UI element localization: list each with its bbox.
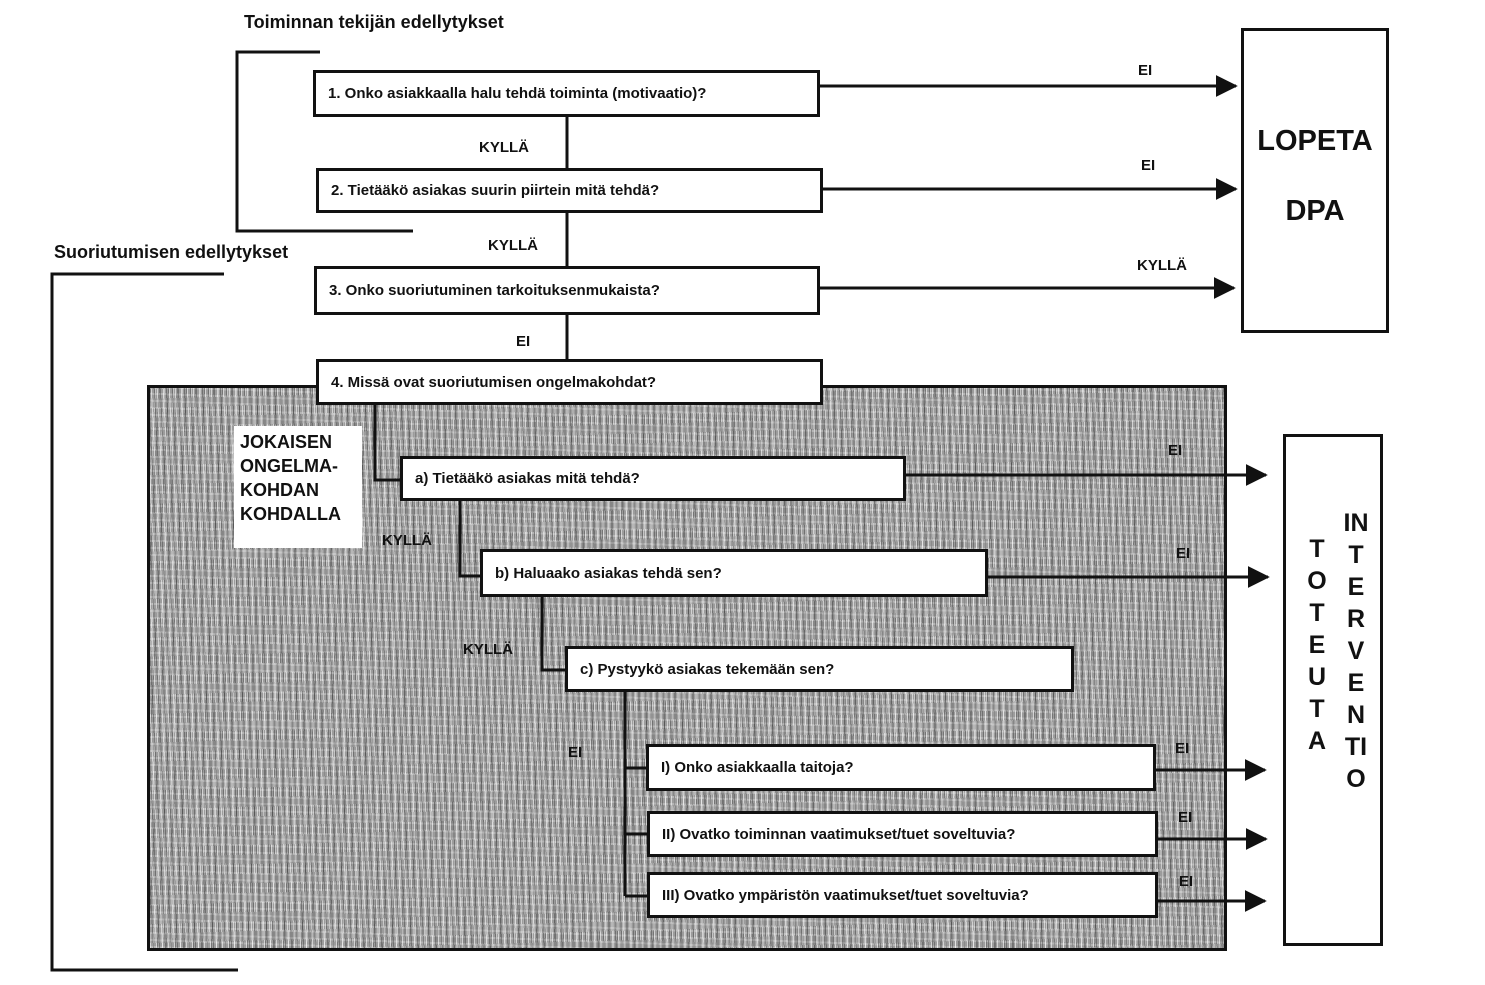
note-line: KOHDALLA xyxy=(240,504,341,524)
label-yes-qb: KYLLÄ xyxy=(463,641,513,658)
label-yes-q3: KYLLÄ xyxy=(1137,257,1187,274)
question-task-demands: II) Ovatko toiminnan vaatimukset/tuet so… xyxy=(647,811,1158,857)
question-knows-roughly: 2. Tietääkö asiakas suurin piirtein mitä… xyxy=(316,168,823,213)
label-no-qc: EI xyxy=(568,744,583,761)
each-problem-note: JOKAISEN ONGELMA- KOHDAN KOHDALLA xyxy=(234,426,362,548)
question-skills: I) Onko asiakkaalla taitoja? xyxy=(646,744,1156,791)
note-line: ONGELMA- xyxy=(240,456,338,476)
label-yes-qa: KYLLÄ xyxy=(382,532,432,549)
label-no-q1: EI xyxy=(1138,62,1153,79)
question-motivation: 1. Onko asiakkaalla halu tehdä toiminta … xyxy=(313,70,820,117)
implement-label: TOTEUTA xyxy=(1307,535,1327,755)
implement-intervention-box: TOTEUTA INTERVENTIO xyxy=(1283,434,1383,946)
question-a-knows: a) Tietääkö asiakas mitä tehdä? xyxy=(400,456,906,501)
question-appropriate: 3. Onko suoriutuminen tarkoituksenmukais… xyxy=(314,266,820,315)
question-c-able: c) Pystyykö asiakas tekemään sen? xyxy=(565,646,1074,692)
question-environment-demands: III) Ovatko ympäristön vaatimukset/tuet … xyxy=(647,872,1158,918)
intervention-label: INTERVENTIO xyxy=(1343,509,1369,793)
label-no-qa: EI xyxy=(1168,442,1183,459)
label-no-q2i: EI xyxy=(1178,809,1193,826)
label-no-q3: EI xyxy=(516,333,531,350)
section-performance-title: Suoriutumisen edellytykset xyxy=(54,242,289,262)
label-no-q3i: EI xyxy=(1179,873,1194,890)
stop-dpa-box: LOPETA DPA xyxy=(1241,28,1389,333)
question-b-wants: b) Haluaako asiakas tehdä sen? xyxy=(480,549,988,597)
label-no-q1i: EI xyxy=(1175,740,1190,757)
label-yes-q1: KYLLÄ xyxy=(479,139,529,156)
connector-b-c xyxy=(540,596,566,672)
label-yes-q2: KYLLÄ xyxy=(488,237,538,254)
actor-bracket xyxy=(235,50,413,233)
note-line: JOKAISEN xyxy=(240,432,333,452)
stop-label: LOPETA xyxy=(1257,125,1373,157)
label-no-qb: EI xyxy=(1176,545,1191,562)
section-actor-title: Toiminnan tekijän edellytykset xyxy=(244,12,504,32)
connector-a-b xyxy=(458,500,481,578)
question-problem-points: 4. Missä ovat suoriutumisen ongelmakohda… xyxy=(316,359,823,405)
label-no-q2: EI xyxy=(1141,157,1156,174)
note-line: KOHDAN xyxy=(240,480,319,500)
dpa-label: DPA xyxy=(1285,195,1345,227)
performance-bracket xyxy=(50,272,238,972)
connector-q4-a xyxy=(373,404,401,482)
